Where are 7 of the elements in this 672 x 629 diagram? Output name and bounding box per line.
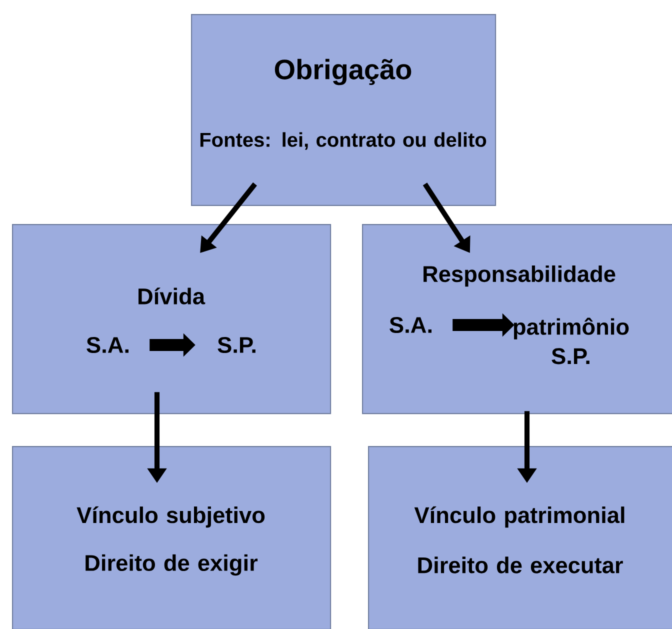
label-text: S.A. [390, 316, 432, 334]
label-text: patrimônio S.P. [514, 318, 629, 364]
box: Obrigação Fontes: lei, contrato ou delito [191, 14, 496, 206]
box: Vínculo patrimonial Direito de executar [368, 446, 672, 629]
label-text: S.P. [218, 336, 256, 354]
box: Vínculo subjetivo Direito de exigir [12, 446, 332, 629]
label-text: S.A. [86, 336, 128, 354]
